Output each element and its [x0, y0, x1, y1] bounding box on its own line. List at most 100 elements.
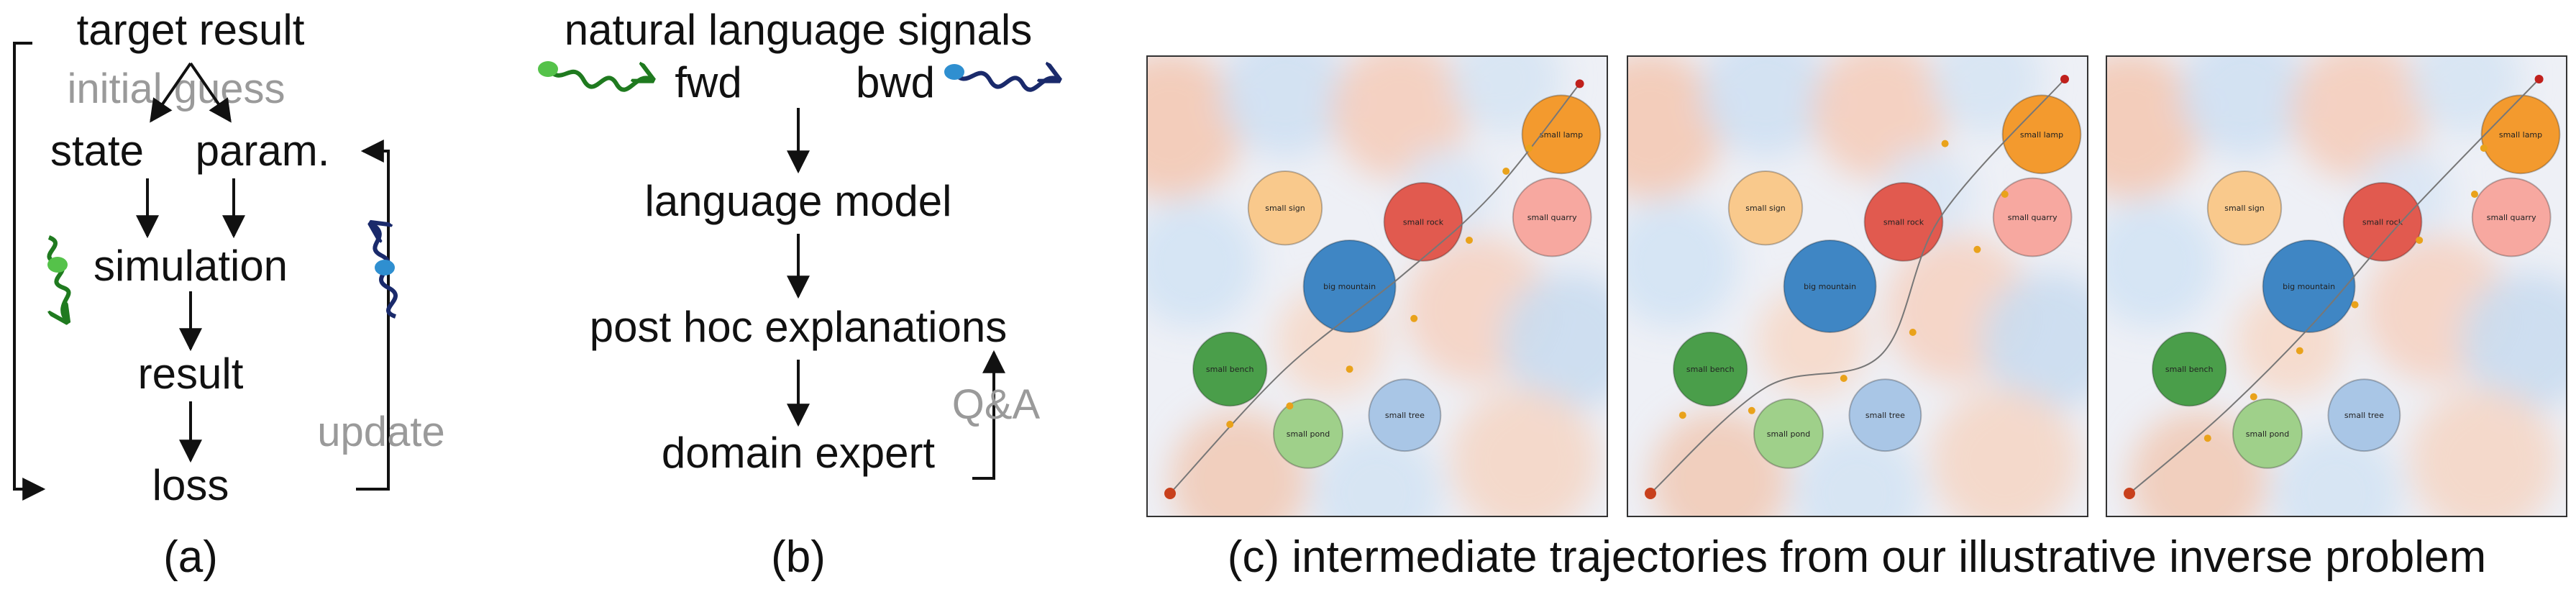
trajectory-point — [1226, 421, 1234, 428]
object-label: small sign — [2224, 204, 2265, 213]
object-label: big mountain — [1323, 282, 1376, 291]
update-bracket — [356, 140, 390, 491]
fwd-squiggle-icon — [47, 235, 69, 320]
trajectory-point — [2480, 145, 2488, 152]
loss-label: loss — [152, 461, 229, 509]
object-circle — [2327, 378, 2401, 452]
language-model-label: language model — [644, 177, 951, 225]
trajectory-point — [1502, 168, 1510, 175]
trajectory-point — [1525, 145, 1533, 152]
object-circle — [1727, 170, 1804, 246]
update-label: update — [317, 409, 444, 455]
fwd-label: fwd — [675, 58, 741, 106]
trajectory-point — [1410, 314, 1418, 322]
object-circle — [2152, 332, 2227, 407]
object-label: small lamp — [2020, 130, 2063, 140]
object-label: small pond — [2246, 429, 2289, 439]
plot-frame — [1146, 55, 1608, 517]
end-point — [1575, 79, 1584, 88]
object-circle — [2471, 177, 2552, 258]
trajectory-point — [1678, 411, 1686, 419]
plot-frame — [1627, 55, 2088, 517]
object-label: small tree — [2344, 411, 2384, 420]
object-label: small rock — [1883, 217, 1924, 227]
object-circle — [1273, 398, 1343, 469]
object-circle — [1368, 378, 1442, 452]
bwd-node-dot — [375, 260, 395, 275]
end-point — [2534, 75, 2544, 83]
object-label: small quarry — [1527, 213, 1577, 222]
result-label: result — [138, 350, 244, 398]
panel-b: natural language signals fwd bwd languag… — [538, 6, 1057, 582]
object-circle — [1863, 182, 1944, 262]
object-circle — [1512, 177, 1592, 258]
trajectory-point — [1466, 237, 1473, 244]
signals-label: natural language signals — [565, 6, 1032, 54]
object-label: small bench — [1206, 365, 1254, 374]
object-circle — [2232, 398, 2303, 469]
object-circle — [1247, 170, 1323, 246]
object-label: big mountain — [1804, 282, 1856, 291]
object-circle — [1783, 240, 1877, 333]
qa-label: Q&A — [952, 381, 1041, 428]
simulation-label: simulation — [93, 242, 288, 290]
object-circle — [1302, 240, 1397, 333]
plot-frame — [2106, 55, 2567, 517]
object-circle — [1673, 332, 1748, 407]
object-circle — [1521, 94, 1602, 175]
object-circle — [2342, 182, 2423, 262]
object-label: small lamp — [1540, 130, 1583, 140]
trajectory-point — [1346, 365, 1353, 373]
left-feedback-bracket — [13, 42, 46, 501]
object-label: small tree — [1865, 411, 1905, 420]
trajectory-point — [2416, 237, 2424, 244]
panel-c: small lamp small sign small rock small quar… — [1146, 55, 2567, 517]
explanations-label: post hoc explanations — [590, 303, 1007, 351]
object-label: small lamp — [2499, 130, 2542, 140]
trajectory-line — [1169, 83, 1581, 494]
param-label: param. — [196, 127, 330, 175]
arrow-target-state — [150, 62, 192, 123]
fwd-node-dot — [47, 257, 68, 273]
object-label: small sign — [1745, 204, 1786, 213]
trajectory-point — [1909, 329, 1917, 336]
start-point — [2124, 488, 2135, 499]
trajectory-point — [1840, 375, 1847, 382]
object-circle — [1753, 398, 1824, 469]
fwd-squiggle-icon-b — [544, 66, 651, 92]
end-point — [2060, 75, 2069, 83]
caption-b: (b) — [771, 532, 826, 582]
start-point — [1164, 488, 1176, 499]
bwd-node-dot-b — [944, 64, 964, 80]
trajectory-point — [2001, 191, 2009, 198]
state-label: state — [50, 127, 144, 175]
trajectory-point — [1941, 140, 1949, 147]
trajectory-point — [1748, 406, 1755, 414]
trajectory-point — [2351, 301, 2359, 309]
fwd-node-dot-b — [538, 61, 558, 77]
start-point — [1645, 488, 1656, 499]
trajectory-line — [2129, 78, 2540, 494]
object-label: small rock — [2362, 217, 2403, 227]
object-circle — [2262, 240, 2356, 333]
object-label: small tree — [1385, 411, 1425, 420]
trajectory-line — [1650, 78, 2065, 494]
caption-a: (a) — [163, 532, 218, 582]
domain-expert-label: domain expert — [662, 429, 936, 477]
object-label: small pond — [1287, 429, 1330, 439]
object-circle — [1192, 332, 1268, 407]
panel-a: target result initial guess state param.… — [13, 6, 445, 582]
object-label: small bench — [2165, 365, 2214, 374]
bwd-squiggle-icon-b — [951, 70, 1057, 92]
trajectory-point — [2471, 191, 2478, 198]
trajectory-point — [1286, 402, 1294, 410]
object-label: big mountain — [2283, 282, 2335, 291]
object-label: small bench — [1686, 365, 1735, 374]
trajectory-plot-3: small lamp small sign small rock small quar… — [2106, 55, 2567, 517]
object-label: small quarry — [2487, 213, 2536, 222]
object-circle — [2001, 94, 2082, 175]
trajectory-point — [2203, 434, 2211, 442]
caption-c: (c) intermediate trajectories from our i… — [1228, 532, 2486, 582]
